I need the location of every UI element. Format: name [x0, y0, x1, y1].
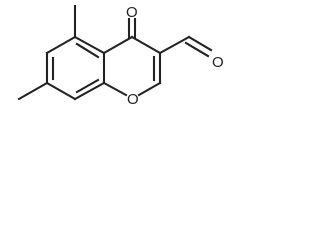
chemical-structure-canvas: O O O — [0, 0, 254, 138]
chemical-structure: O O O — [17, 4, 224, 108]
bond-c5-c6 — [45, 35, 77, 55]
double-bond-c8-c8a-inner — [75, 78, 100, 94]
ring-oxygen-label: O — [127, 91, 139, 108]
double-bond-c4a-c5-inner — [75, 42, 100, 59]
aldehyde-oxygen-label: O — [212, 54, 224, 71]
bond-c4-c3 — [130, 35, 162, 55]
aldehyde-double-bond-lower — [184, 41, 210, 58]
bond-c7-c8 — [45, 81, 77, 101]
methyl-bond-c7 — [17, 81, 49, 101]
ketone-oxygen-label: O — [126, 4, 138, 21]
bond-c4a-c5 — [73, 35, 106, 55]
bond-c4a-c4 — [102, 35, 134, 55]
aldehyde-double-bond-upper — [187, 35, 213, 52]
bond-c2-o1 — [137, 81, 162, 97]
bond-o1-c8a — [102, 81, 128, 97]
bond-c3-aldehyde-carbon — [158, 35, 191, 55]
bond-c8-c8a — [73, 81, 106, 101]
